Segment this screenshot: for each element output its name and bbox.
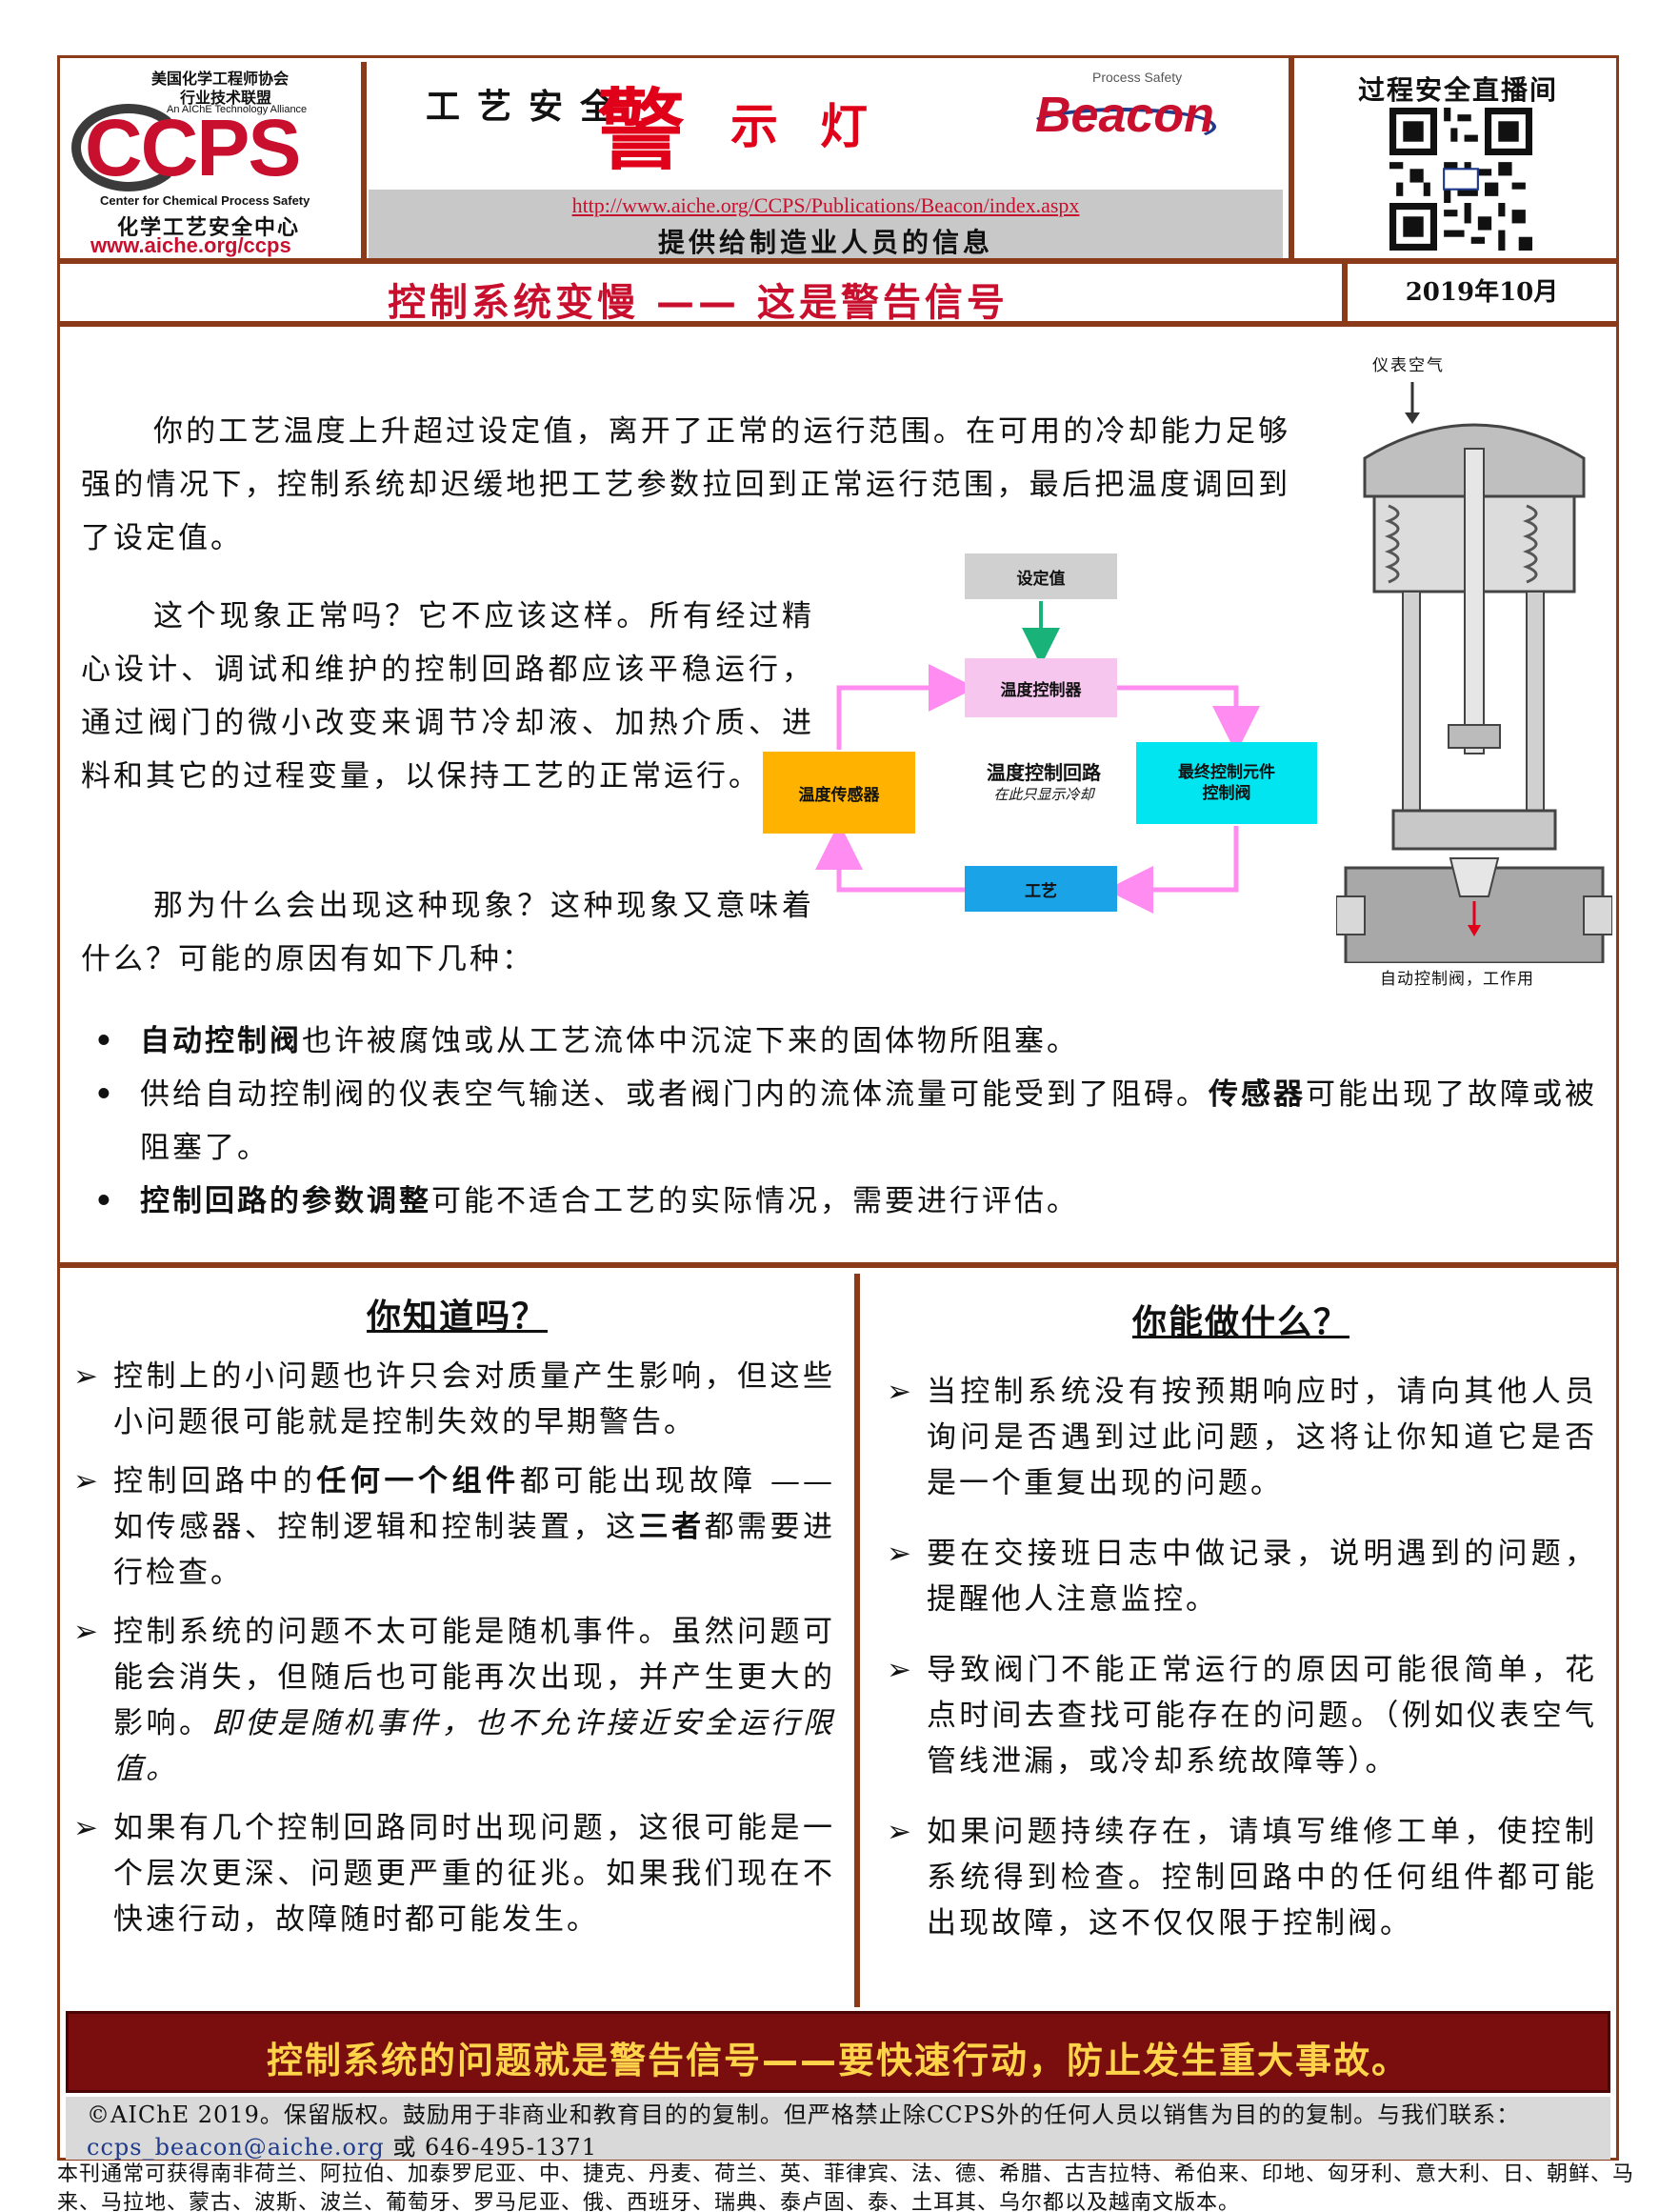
item-text-e: 都需要进行检查。: [113, 1510, 836, 1590]
what-can-you-do-column: 你能做什么？ ➢ 当控制系统没有按预期响应时，请向其他人员询问是否遇到过此问题，这…: [866, 1274, 1616, 2007]
beacon-url-link[interactable]: http://www.aiche.org/CCPS/Publications/B…: [571, 193, 1080, 217]
arrow-bullet-icon: ➢: [887, 1537, 914, 1571]
item-bold-b: 任何一个组件: [316, 1464, 520, 1498]
org-en-alliance: An AIChE Technology Alliance: [167, 104, 308, 115]
warn-char: 警: [597, 80, 686, 182]
copyright-text: ©AIChE 2019。保留版权。鼓励用于非商业和教育目的的复制。但严格禁止除C…: [87, 2101, 1521, 2128]
item-text: 控制系统的问题不太可能是随机事件。虽然问题可能会消失，但随后也可能再次出现，并产…: [113, 1615, 835, 1740]
beacon-small: Process Safety: [1092, 70, 1183, 85]
list-item: ➢ 如果有几个控制回路同时出现问题，这很可能是一个层次更深、问题更严重的征兆。如果…: [73, 1805, 835, 1942]
list-item: ➢ 控制回路中的任何一个组件都可能出现故障 —— 如传感器、控制逻辑和控制装置，这…: [73, 1458, 835, 1596]
loop-title: 温度控制回路: [987, 761, 1101, 784]
what-can-you-do-heading: 你能做什么？: [1131, 1303, 1349, 1342]
main-content: 你的工艺温度上升超过设定值，离开了正常的运行范围。在可用的冷却能力足够强的情况下…: [60, 332, 1616, 1268]
list-item: •自动控制阀也许被腐蚀或从工艺流体中沉淀下来的固体物所阻塞。: [94, 1024, 1079, 1058]
arrow-bullet-icon: ➢: [887, 1375, 914, 1409]
bullet-text: 也许被腐蚀或从工艺流体中沉淀下来的固体物所阻塞。: [302, 1024, 1079, 1058]
what-can-you-do-list: ➢ 当控制系统没有按预期响应时，请向其他人员询问是否遇到过此问题，这将让你知道它是…: [887, 1369, 1597, 1971]
list-item: ➢ 控制系统的问题不太可能是随机事件。虽然问题可能会消失，但随后也可能再次出现，并…: [73, 1609, 835, 1792]
arrow-bullet-icon: ➢: [73, 1464, 101, 1498]
final-line2: 控制阀: [1202, 784, 1251, 803]
item-text: 如果有几个控制回路同时出现问题，这很可能是一个层次更深、问题更严重的征兆。如果我…: [113, 1811, 835, 1937]
org-url[interactable]: www.aiche.org/ccps: [90, 233, 291, 257]
arrow-bullet-icon: ➢: [73, 1359, 101, 1394]
list-item: •控制回路的参数调整可能不适合工艺的实际情况，需要进行评估。: [94, 1184, 1079, 1218]
item-text-a: 控制回路中的: [113, 1464, 317, 1498]
temperature-controller-box: 温度控制器: [965, 658, 1117, 717]
logo-letters: CCPS: [85, 103, 301, 192]
bullet-bold: 传感器: [1209, 1077, 1306, 1112]
valve-caption: 自动控制阀，工作用: [1380, 970, 1534, 989]
control-loop-arrows: [815, 601, 1260, 914]
topic-title: 控制系统变慢 —— 这是警告信号: [388, 281, 1009, 325]
qr-code-icon[interactable]: [1389, 108, 1532, 251]
temperature-sensor-box: 温度传感器: [763, 752, 915, 834]
list-item: ➢ 要在交接班日志中做记录，说明遇到的问题，提醒他人注意监控。: [887, 1531, 1597, 1622]
list-item: ➢ 如果问题持续存在，请填写维修工单，使控制系统得到检查。控制回路中的任何组件都可…: [887, 1809, 1597, 1946]
arrow-bullet-icon: ➢: [887, 1653, 914, 1687]
item-text: 要在交接班日志中做记录，说明遇到的问题，提醒他人注意监控。: [927, 1537, 1597, 1617]
qr-box: 过程安全直播间: [1289, 58, 1616, 258]
cause-bullet-list: •自动控制阀也许被腐蚀或从工艺流体中沉淀下来的固体物所阻塞。 •供给自动控制阀的…: [79, 1015, 1603, 1228]
arrow-bullet-icon: ➢: [73, 1811, 101, 1845]
causes-intro-paragraph: 那为什么会出现这种现象？这种现象又意味着什么？可能的原因有如下几种：: [81, 889, 814, 976]
languages-note: 本刊通常可获得南非荷兰、阿拉伯、加泰罗尼亚、中、捷克、丹麦、荷兰、英、菲律宾、法…: [57, 2162, 1635, 2212]
instrument-air-label: 仪表空气: [1372, 356, 1445, 375]
org-cn-name: 化学工艺安全中心: [117, 216, 301, 240]
normal-question-paragraph: 这个现象正常吗？它不应该这样。所有经过精心设计、调试和维护的控制回路都应该平稳运…: [81, 599, 814, 794]
item-italic: 即使是随机事件，也不允许接近安全运行限值。: [113, 1706, 836, 1786]
show-light: 示灯: [730, 99, 909, 154]
org-cn-line2: 行业技术联盟: [180, 89, 272, 107]
final-control-element-box: 最终控制元件控制阀: [1136, 742, 1317, 824]
list-item: •供给自动控制阀的仪表空气输送、或者阀门内的流体流量可能受到了阻碍。传感器可能出…: [94, 1077, 1597, 1165]
list-item: ➢ 导致阀门不能正常运行的原因可能很简单，花点时间去查找可能存在的问题。（例如仪表…: [887, 1647, 1597, 1784]
banner-text: 控制系统的问题就是警告信号——要快速行动，防止发生重大事故。: [266, 2040, 1409, 2081]
control-valve-illustration: [1336, 382, 1612, 963]
did-you-know-heading: 你知道吗？: [366, 1297, 548, 1337]
page-frame: 美国化学工程师协会 行业技术联盟 An AIChE Technology All…: [57, 55, 1619, 2161]
header: 美国化学工程师协会 行业技术联盟 An AIChE Technology All…: [60, 58, 1616, 264]
qr-title: 过程安全直播间: [1357, 74, 1558, 106]
intro-paragraph: 你的工艺温度上升超过设定值，离开了正常的运行范围。在可用的冷却能力足够强的情况下…: [81, 414, 1290, 555]
subtitle: 提供给制造业人员的信息: [657, 227, 993, 258]
beacon-swoosh-icon: [1026, 108, 1216, 146]
topic-date: 2019年10月: [1342, 264, 1616, 321]
setpoint-box: 设定值: [965, 553, 1117, 599]
bullet-text: 可能出现了故障或被阻塞了。: [140, 1077, 1597, 1165]
item-bold-d: 三者: [638, 1510, 705, 1544]
title-box: 工艺安全 警 示灯 Process Safety Beacon http://w…: [369, 58, 1283, 258]
did-you-know-list: ➢ 控制上的小问题也许只会对质量产生影响，但这些小问题很可能就是控制失效的早期警告…: [73, 1354, 835, 1956]
item-text: 控制上的小问题也许只会对质量产生影响，但这些小问题很可能就是控制失效的早期警告。: [113, 1359, 835, 1439]
bullet-pre: 供给自动控制阀的仪表空气输送、或者阀门内的流体流量可能受到了阻碍。: [140, 1077, 1209, 1112]
bullet-text: 可能不适合工艺的实际情况，需要进行评估。: [431, 1184, 1079, 1218]
ccps-ring-icon: [71, 104, 186, 191]
bullet-bold: 自动控制阀: [140, 1024, 302, 1058]
item-text: 如果问题持续存在，请填写维修工单，使控制系统得到检查。控制回路中的任何组件都可能…: [927, 1815, 1597, 1941]
final-line1: 最终控制元件: [1178, 763, 1275, 782]
process-box: 工艺: [965, 866, 1117, 912]
org-cn-line1: 美国化学工程师协会: [151, 70, 290, 88]
ccps-logo[interactable]: 美国化学工程师协会 行业技术联盟 An AIChE Technology All…: [64, 62, 367, 260]
arrow-bullet-icon: ➢: [73, 1615, 101, 1649]
bullet-bold: 控制回路的参数调整: [140, 1184, 431, 1218]
warning-banner: 控制系统的问题就是警告信号——要快速行动，防止发生重大事故。: [66, 2011, 1610, 2093]
org-en-name: Center for Chemical Process Safety: [100, 193, 310, 208]
copyright-notice: ©AIChE 2019。保留版权。鼓励用于非商业和教育目的的复制。但严格禁止除C…: [66, 2097, 1610, 2161]
list-item: ➢ 当控制系统没有按预期响应时，请向其他人员询问是否遇到过此问题，这将让你知道它是…: [887, 1369, 1597, 1506]
did-you-know-column: 你知道吗？ ➢ 控制上的小问题也许只会对质量产生影响，但这些小问题很可能就是控制失…: [60, 1274, 860, 2007]
list-item: ➢ 控制上的小问题也许只会对质量产生影响，但这些小问题很可能就是控制失效的早期警告…: [73, 1354, 835, 1445]
loop-note: 在此只显示冷却: [993, 786, 1094, 803]
contact-email-link[interactable]: ccps_beacon@aiche.org: [87, 2134, 385, 2161]
contact-phone: 或 646-495-1371: [384, 2134, 597, 2161]
item-text-c: 都可能出现故障 —— 如传感器、控制逻辑和控制装置，这: [113, 1464, 835, 1544]
safety-title: 工艺安全: [426, 88, 632, 127]
beacon-logo: Beacon: [1035, 88, 1214, 143]
item-text: 当控制系统没有按预期响应时，请向其他人员询问是否遇到过此问题，这将让你知道它是否…: [927, 1375, 1597, 1500]
arrow-bullet-icon: ➢: [887, 1815, 914, 1849]
item-text: 导致阀门不能正常运行的原因可能很简单，花点时间去查找可能存在的问题。（例如仪表空…: [927, 1653, 1597, 1779]
topic-bar: 控制系统变慢 —— 这是警告信号 2019年10月: [60, 264, 1616, 327]
grey-band: [369, 190, 1283, 258]
